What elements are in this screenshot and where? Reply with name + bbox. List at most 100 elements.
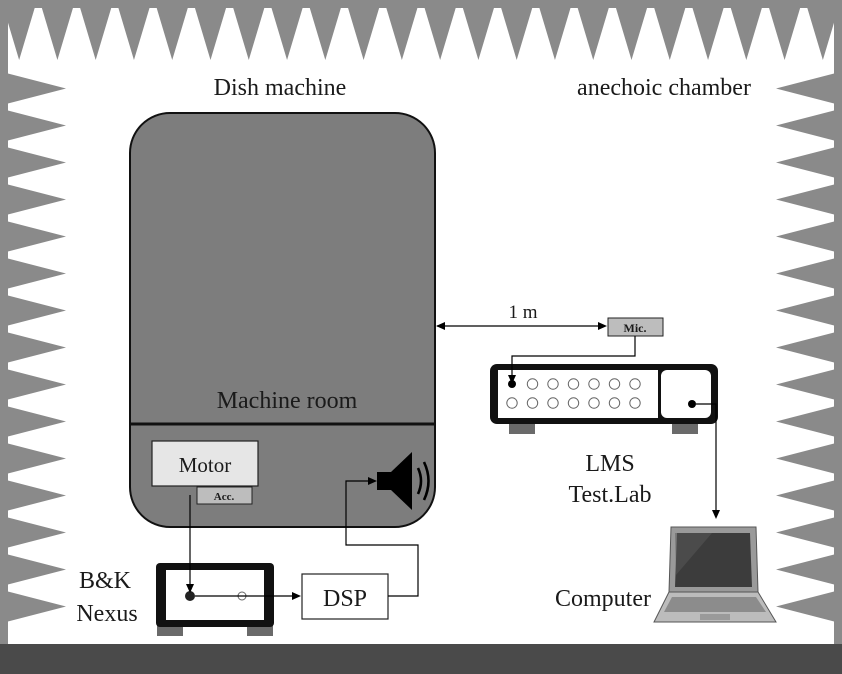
accelerometer-box (196, 486, 253, 505)
top-wedge (347, 6, 380, 60)
left-wedge (6, 332, 66, 363)
lms-channel-port (629, 378, 641, 390)
accelerometer-label: Acc. (214, 491, 235, 503)
right-wedge (776, 147, 836, 178)
left-wedge (6, 110, 66, 141)
left-wedge (6, 184, 66, 215)
bk-nexus-amplifier (156, 563, 274, 636)
left-wedge (6, 295, 66, 326)
chamber-floor (0, 644, 842, 674)
computer-label: Computer (555, 586, 651, 612)
lms-channel-port (567, 378, 580, 390)
top-wedge (309, 6, 342, 60)
left-wedge (6, 554, 66, 585)
signal-arrowheads (186, 375, 720, 600)
lms-channel-port (608, 378, 621, 390)
top-wedge (270, 6, 304, 60)
left-wedge (6, 369, 66, 400)
top-wedge (806, 6, 839, 60)
top-wall-band (0, 0, 842, 8)
left-wedge (6, 406, 66, 437)
dsp-to-speaker-line (345, 480, 419, 597)
left-wedge (6, 443, 66, 474)
mic-to-lms-line (511, 336, 636, 377)
right-wall-band (834, 0, 842, 644)
right-wedge (776, 480, 836, 511)
top-wedge (385, 6, 418, 60)
lms-to-computer-line (696, 403, 717, 511)
lms-channel-port (588, 378, 600, 390)
lms-channel-port (547, 378, 559, 390)
right-wedge (776, 369, 836, 400)
top-wedge (41, 6, 74, 60)
lms-channel-port (608, 397, 621, 409)
right-wedge (776, 406, 836, 437)
bk-label-line1: B&K (79, 568, 132, 594)
distance-arrow (436, 322, 607, 330)
right-wedge (776, 73, 836, 104)
anechoic-chamber-label: anechoic chamber (577, 75, 751, 101)
right-wedge (776, 258, 836, 289)
left-wedge (6, 258, 66, 289)
lms-input-channels (506, 378, 641, 409)
lms-label-line2: Test.Lab (569, 482, 652, 508)
lms-channel-port (567, 397, 580, 409)
dsp-box (301, 573, 389, 620)
right-wedge (776, 184, 836, 215)
left-wedge (6, 480, 66, 511)
left-wedge (6, 517, 66, 548)
lms-channel-port (526, 378, 539, 390)
laptop-icon (653, 526, 777, 623)
distance-label: 1 m (508, 302, 537, 323)
lms-output-port (688, 400, 696, 408)
right-absorber-wedges (776, 0, 842, 644)
right-wedge (776, 591, 836, 622)
top-wedge (156, 6, 189, 60)
lms-channel-port (506, 397, 518, 409)
bk-label-line2: Nexus (76, 601, 137, 627)
right-wedge (776, 332, 836, 363)
top-wedge (730, 6, 763, 60)
right-wedge (776, 554, 836, 585)
lms-channel-port (526, 397, 539, 409)
lms-frontend (490, 364, 718, 434)
right-wedge (776, 221, 836, 252)
right-wedge (776, 295, 836, 326)
lms-channel-port (629, 397, 641, 409)
right-wedge (776, 443, 836, 474)
speaker-icon (377, 452, 430, 510)
top-wedge (232, 6, 265, 60)
top-wedge (194, 6, 227, 60)
top-wedge (3, 6, 36, 60)
top-wedge (653, 6, 686, 60)
machine-room-label: Machine room (217, 388, 358, 414)
left-wedge (6, 221, 66, 252)
motor-box (151, 440, 259, 487)
top-wedge (462, 6, 495, 60)
right-wedge (776, 110, 836, 141)
left-wall-band (0, 0, 8, 644)
top-wedge (538, 6, 572, 60)
lms-channel-port (547, 397, 559, 409)
right-wedge (776, 517, 836, 548)
top-wedge (79, 6, 112, 60)
microphone-label: Mic. (624, 321, 647, 335)
lms-channel-port (588, 397, 600, 409)
top-wedge (691, 6, 725, 60)
nexus-input-port (185, 591, 195, 601)
signal-connections (189, 336, 717, 597)
left-wedge (6, 147, 66, 178)
lms-input-port (508, 380, 516, 388)
lms-label-line1: LMS (585, 451, 634, 477)
top-wedge (615, 6, 648, 60)
dsp-label: DSP (323, 586, 367, 612)
left-wedge (6, 591, 66, 622)
left-absorber-wedges (0, 0, 66, 644)
dish-machine (129, 112, 436, 528)
top-wedge (117, 6, 151, 60)
left-wedge (6, 73, 66, 104)
top-wedge (768, 6, 801, 60)
top-absorber-wedges (0, 0, 842, 60)
